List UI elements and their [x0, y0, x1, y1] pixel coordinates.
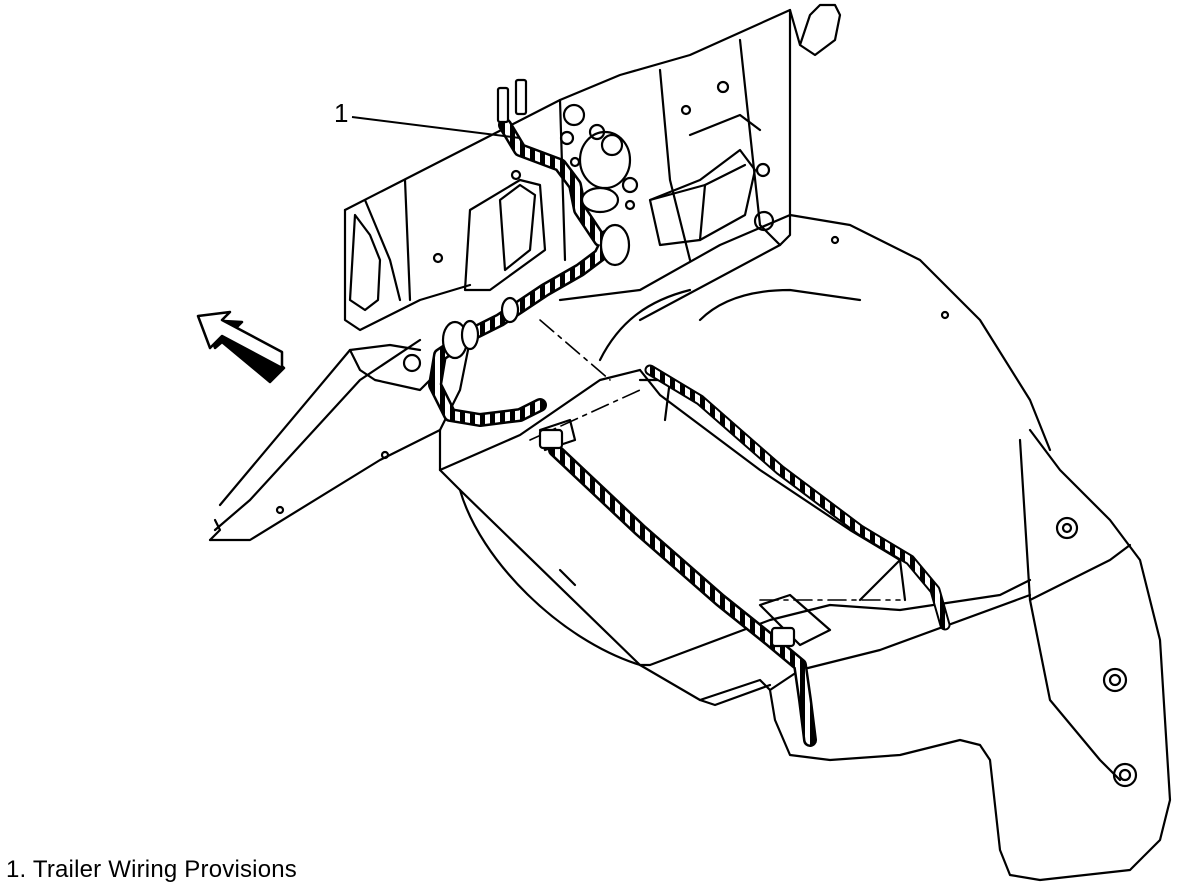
callout-leader-1 [351, 116, 521, 139]
trailer-wiring-harness [428, 78, 951, 747]
legend: 1. Trailer Wiring Provisions [6, 858, 297, 882]
frame-rail [208, 338, 442, 542]
callout-number-1: 1 [334, 98, 349, 128]
mounting-panel [343, 3, 842, 332]
direction-arrow-icon [196, 310, 286, 384]
legend-item-1: 1. Trailer Wiring Provisions [6, 856, 298, 883]
tank-shield [438, 213, 1172, 882]
alignment-lines [529, 319, 901, 601]
